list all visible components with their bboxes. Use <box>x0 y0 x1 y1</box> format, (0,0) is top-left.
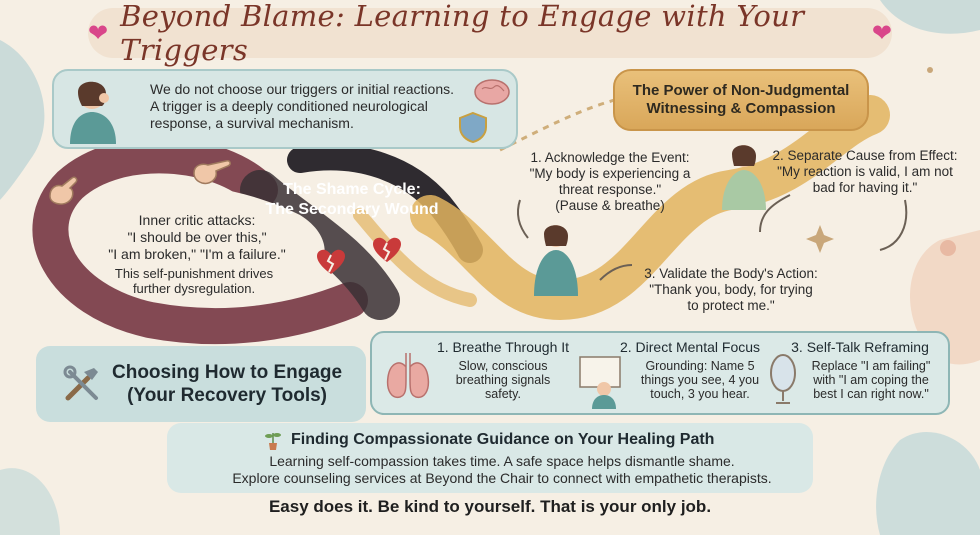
step-validate: 3. Validate the Body's Action: "Thank yo… <box>626 266 836 314</box>
power-title-line-1: The Power of Non-Judgmental <box>632 82 850 99</box>
tools-icon <box>63 365 98 401</box>
shame-cycle-title: The Shame Cycle: The Secondary Wound <box>262 180 442 220</box>
power-box: The Power of Non-Judgmental Witnessing &… <box>613 69 869 131</box>
tool-1-line-3: safety. <box>485 387 521 401</box>
step-3-title: 3. Validate the Body's Action: <box>644 266 818 281</box>
brain-icon <box>474 79 510 105</box>
pointing-hand-icon <box>193 160 231 185</box>
critic-line-3: "I am broken," "I'm a failure." <box>108 246 286 262</box>
guidance-title: Finding Compassionate Guidance on Your H… <box>291 431 715 448</box>
broken-heart-icon <box>373 237 401 262</box>
step-2-title: 2. Separate Cause from Effect: <box>772 148 958 163</box>
pointing-hand-icon <box>49 176 78 205</box>
tools-label: Choosing How to Engage (Your Recovery To… <box>112 361 342 407</box>
step-1-title: 1. Acknowledge the Event: <box>530 150 690 165</box>
power-title-line-2: Witnessing & Compassion <box>646 100 836 117</box>
step-1-line-2: threat response." <box>558 182 662 197</box>
guidance-line-1: Learning self-compassion takes time. A s… <box>269 453 735 469</box>
shame-title-line-2: The Secondary Wound <box>265 201 439 218</box>
punish-line-2: further dysregulation. <box>132 281 256 296</box>
focus-person-illustration <box>579 356 621 409</box>
tool-3-line-2: with "I am coping the <box>813 373 929 387</box>
step-acknowledge: 1. Acknowledge the Event: "My body is ex… <box>512 150 708 214</box>
step-2-line-2: bad for having it." <box>812 180 918 195</box>
calm-person-illustration <box>722 145 766 210</box>
intro-line-1: We do not choose our triggers or initial… <box>150 81 455 97</box>
self-punishment-text: This self-punishment drives further dysr… <box>94 266 294 296</box>
step-separate: 2. Separate Cause from Effect: "My react… <box>758 148 972 196</box>
tools-label-line-2: (Your Recovery Tools) <box>127 385 327 406</box>
tool-3-line-1: Replace "I am failing" <box>811 359 931 373</box>
sparkle-heart-icon: ❤ <box>871 19 892 47</box>
step-3-line-2: to protect me." <box>687 298 775 313</box>
guidance-line-2: Explore counseling services at Beyond th… <box>232 470 772 486</box>
tool-1-line-1: Slow, conscious <box>458 359 548 373</box>
tool-3-title: 3. Self-Talk Reframing <box>791 339 929 355</box>
thinking-person-illustration <box>534 225 578 296</box>
sparkle-icon <box>806 225 834 253</box>
footer-message: Easy does it. Be kind to yourself. That … <box>268 497 712 516</box>
step-2-line-1: "My reaction is valid, I am not <box>777 164 953 179</box>
step-1-line-3: (Pause & breathe) <box>555 198 665 213</box>
step-1-line-1: "My body is experiencing a <box>529 166 691 181</box>
tool-2-line-2: things you see, 4 you <box>640 373 760 387</box>
tools-label-line-1: Choosing How to Engage <box>112 362 343 383</box>
tool-2-title: 2. Direct Mental Focus <box>619 339 761 355</box>
critic-line-1: Inner critic attacks: <box>138 212 256 228</box>
shame-title-line-1: The Shame Cycle: <box>283 181 421 198</box>
critic-line-2: "I should be over this," <box>127 229 267 245</box>
inner-critic-text: Inner critic attacks: "I should be over … <box>92 212 302 263</box>
intro-line-3: response, a survival mechanism. <box>150 115 354 131</box>
page-title: Beyond Blame: Learning to Engage with Yo… <box>120 0 805 67</box>
tool-1-line-2: breathing signals <box>455 373 551 387</box>
tool-2-line-3: touch, 3 you hear. <box>650 387 750 401</box>
guidance-panel: Finding Compassionate Guidance on Your H… <box>167 423 813 493</box>
tool-1-title: 1. Breathe Through It <box>436 339 570 355</box>
stressed-person-illustration <box>70 81 116 144</box>
recovery-tools-panel: 1. Breathe Through It Slow, conscious br… <box>370 331 950 415</box>
punish-line-1: This self-punishment drives <box>114 266 274 281</box>
mirror-icon <box>770 354 796 404</box>
sparkle-heart-icon: ❤ <box>88 19 109 47</box>
lungs-icon <box>386 353 430 399</box>
intro-line-2: A trigger is a deeply conditioned neurol… <box>150 98 428 114</box>
shield-icon <box>459 111 487 143</box>
step-3-line-1: "Thank you, body, for trying <box>649 282 813 297</box>
tool-2-line-1: Grounding: Name 5 <box>645 359 755 373</box>
title-banner: ❤ Beyond Blame: Learning to Engage with … <box>88 0 892 67</box>
plant-icon <box>265 433 281 450</box>
broken-heart-icon <box>317 249 345 274</box>
intro-panel: We do not choose our triggers or initial… <box>52 69 518 149</box>
recovery-tools-tab: Choosing How to Engage (Your Recovery To… <box>36 346 366 422</box>
tool-3-line-3: best I can right now." <box>813 387 929 401</box>
